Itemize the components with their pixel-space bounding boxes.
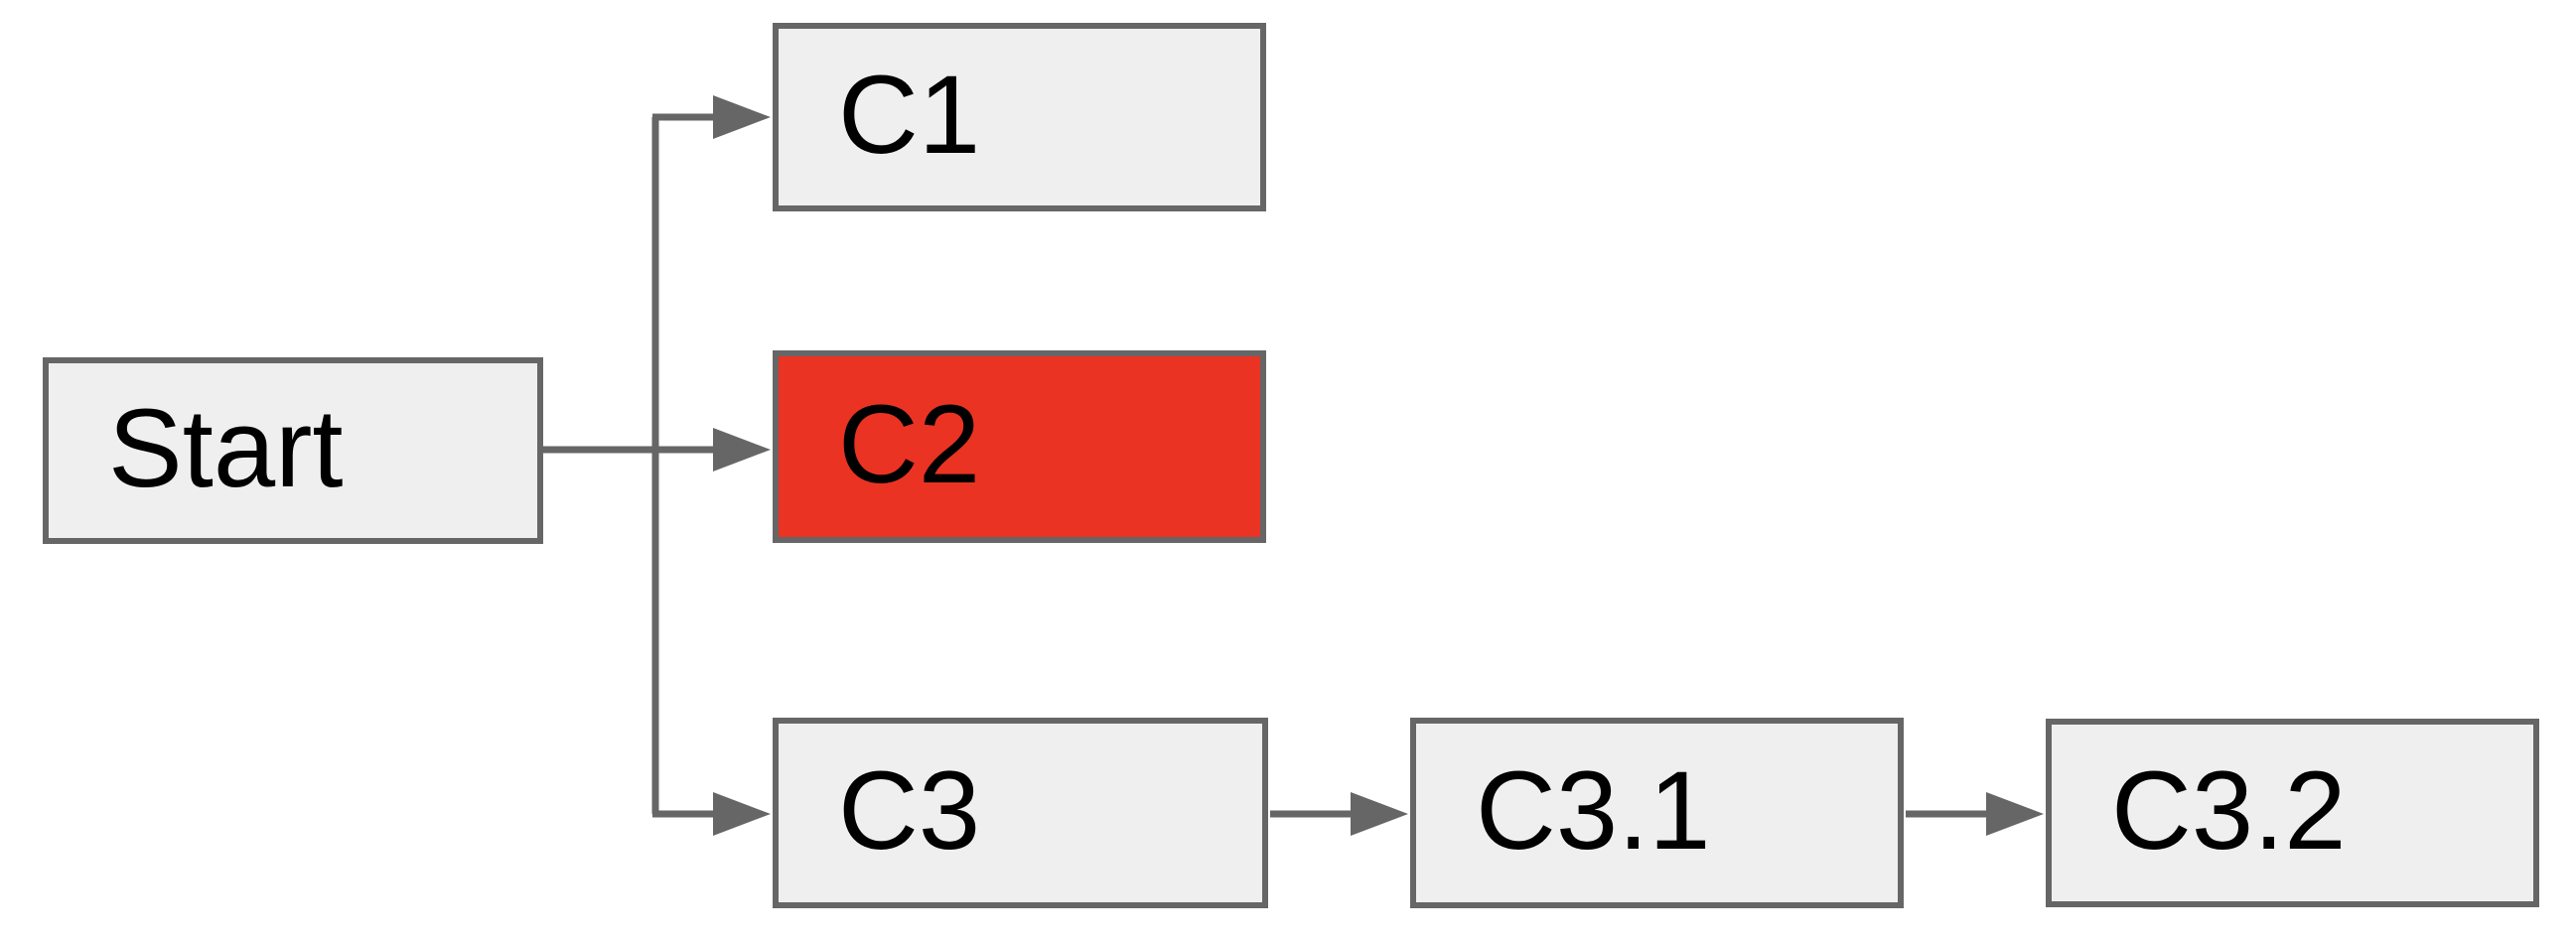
- arrowhead-c3_2-icon: [1986, 792, 2044, 836]
- flowchart-node-c3-2: C3.2: [2046, 719, 2539, 907]
- arrowhead-c3-icon: [713, 792, 771, 836]
- arrowhead-c2-icon: [713, 428, 771, 471]
- flowchart-node-c1: C1: [773, 23, 1266, 211]
- arrowhead-c3_1-icon: [1351, 792, 1408, 836]
- node-c3-2-label: C3.2: [2111, 748, 2347, 873]
- node-c3-label: C3: [838, 748, 981, 873]
- node-c1-label: C1: [838, 53, 981, 177]
- flowchart-node-c2-highlighted: C2: [773, 350, 1266, 543]
- flowchart-node-c3-1: C3.1: [1410, 718, 1904, 908]
- arrowhead-c1-icon: [713, 95, 771, 139]
- node-c3-1-label: C3.1: [1476, 748, 1711, 873]
- node-start-label: Start: [108, 386, 344, 510]
- flowchart-node-c3: C3: [773, 718, 1268, 908]
- flowchart-node-start: Start: [43, 357, 543, 544]
- node-c2-label: C2: [838, 382, 981, 506]
